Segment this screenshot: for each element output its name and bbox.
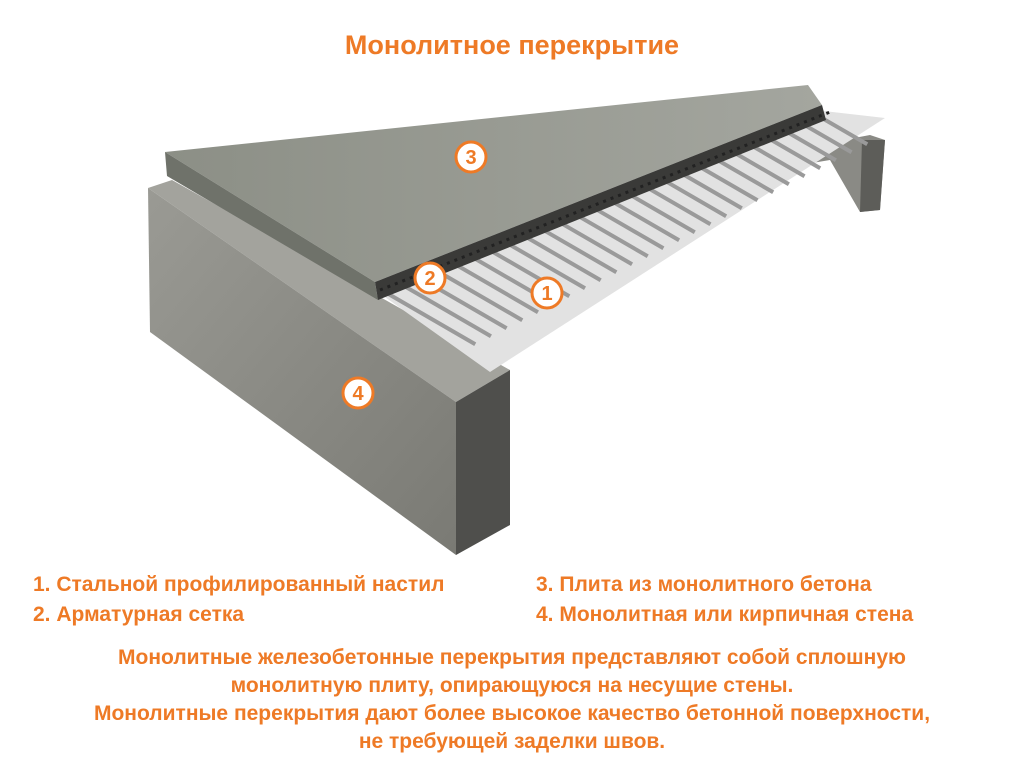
decking-rib (504, 240, 587, 290)
marker-3-label: 3 (465, 147, 476, 169)
marker-2: 2 (413, 261, 447, 295)
legend-item-2: 2. Арматурная сетка (33, 603, 245, 626)
decking-rib (693, 162, 759, 202)
decking-rib (435, 268, 524, 322)
marker-2-label: 2 (424, 268, 435, 290)
description-line-4: не требующей заделки швов. (358, 730, 666, 753)
description-line-1: Монолитные железобетонные перекрытия пре… (118, 646, 906, 669)
description-line-3: Монолитные перекрытия дают более высокое… (93, 702, 931, 725)
decking-rib (607, 197, 681, 242)
rebar-mesh (379, 110, 831, 292)
marker-4: 4 (341, 376, 375, 410)
decking-rib (590, 204, 665, 250)
decking-rib (555, 219, 634, 266)
legend-item-4: 4. Монолитная или кирпичная стена (536, 603, 914, 626)
diagram-title: Монолитное перекрытие (344, 30, 680, 60)
decking-rib (538, 226, 618, 274)
decking-rib (710, 154, 775, 194)
marker-1-label: 1 (541, 283, 552, 305)
marker-4-label: 4 (352, 383, 364, 405)
marker-1: 1 (530, 276, 564, 310)
bearing-wall (148, 180, 510, 555)
decking-rib (624, 190, 696, 234)
decking-rib (676, 169, 743, 210)
decking-rib (727, 147, 790, 186)
decking-rib (383, 290, 477, 346)
concrete-slab (165, 85, 831, 300)
decking-rib (659, 176, 728, 218)
decking-rib (641, 183, 712, 226)
legend-item-3: 3. Плита из монолитного бетона (536, 573, 872, 596)
legend-item-1: 1. Стальной профилированный настил (33, 573, 445, 596)
decking-rib (573, 211, 649, 258)
marker-3: 3 (454, 140, 488, 174)
decking-rib (401, 283, 492, 338)
decking-rib (452, 261, 539, 314)
description-line-2: монолитную плиту, опирающуюся на несущие… (230, 674, 794, 697)
decking-rib (521, 233, 602, 282)
